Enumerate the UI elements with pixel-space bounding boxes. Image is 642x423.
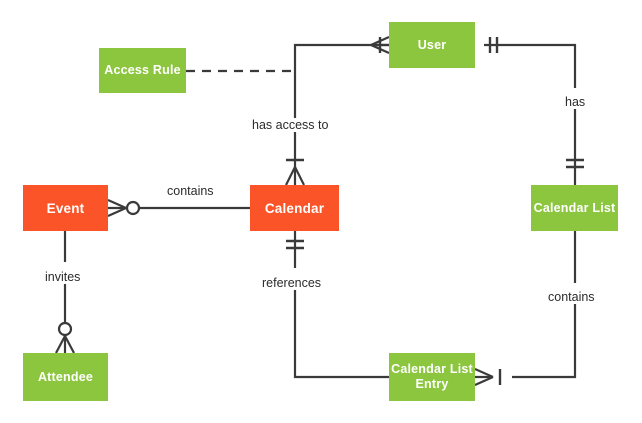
- edge-label-has-access-to: has access to: [249, 118, 332, 132]
- edge-event-calendar: [107, 198, 250, 218]
- edge-user-calendar-list: [484, 37, 584, 185]
- entity-event[interactable]: Event: [23, 185, 108, 231]
- edge-label-references: references: [259, 276, 325, 290]
- edge-user-calendar: [285, 35, 390, 186]
- entity-label: Calendar: [264, 200, 325, 216]
- entity-user[interactable]: User: [389, 22, 475, 68]
- entity-attendee[interactable]: Attendee: [23, 353, 108, 401]
- entity-label: Calendar List: [533, 200, 616, 215]
- entity-calendar-list-entry[interactable]: Calendar List Entry: [389, 353, 475, 401]
- entity-label: Event: [46, 200, 85, 216]
- edge-label-contains-calendar-list-entry: contains: [545, 290, 598, 304]
- entity-label: User: [417, 37, 447, 52]
- entity-label: Calendar List Entry: [391, 362, 473, 391]
- entity-calendar[interactable]: Calendar: [250, 185, 339, 231]
- edge-label-contains-calendar: contains: [164, 184, 217, 198]
- entity-calendar-list[interactable]: Calendar List: [531, 185, 618, 231]
- edge-calendar-calendar-list-entry: [286, 231, 389, 379]
- entity-access-rule[interactable]: Access Rule: [99, 48, 186, 93]
- edge-calendar-list-entry-contains: [474, 231, 577, 387]
- edge-label-invites: invites: [42, 270, 84, 284]
- entity-label: Attendee: [37, 369, 94, 384]
- entity-label: Access Rule: [104, 63, 181, 77]
- edge-event-attendee: [55, 231, 75, 354]
- edge-label-has: has: [562, 95, 589, 109]
